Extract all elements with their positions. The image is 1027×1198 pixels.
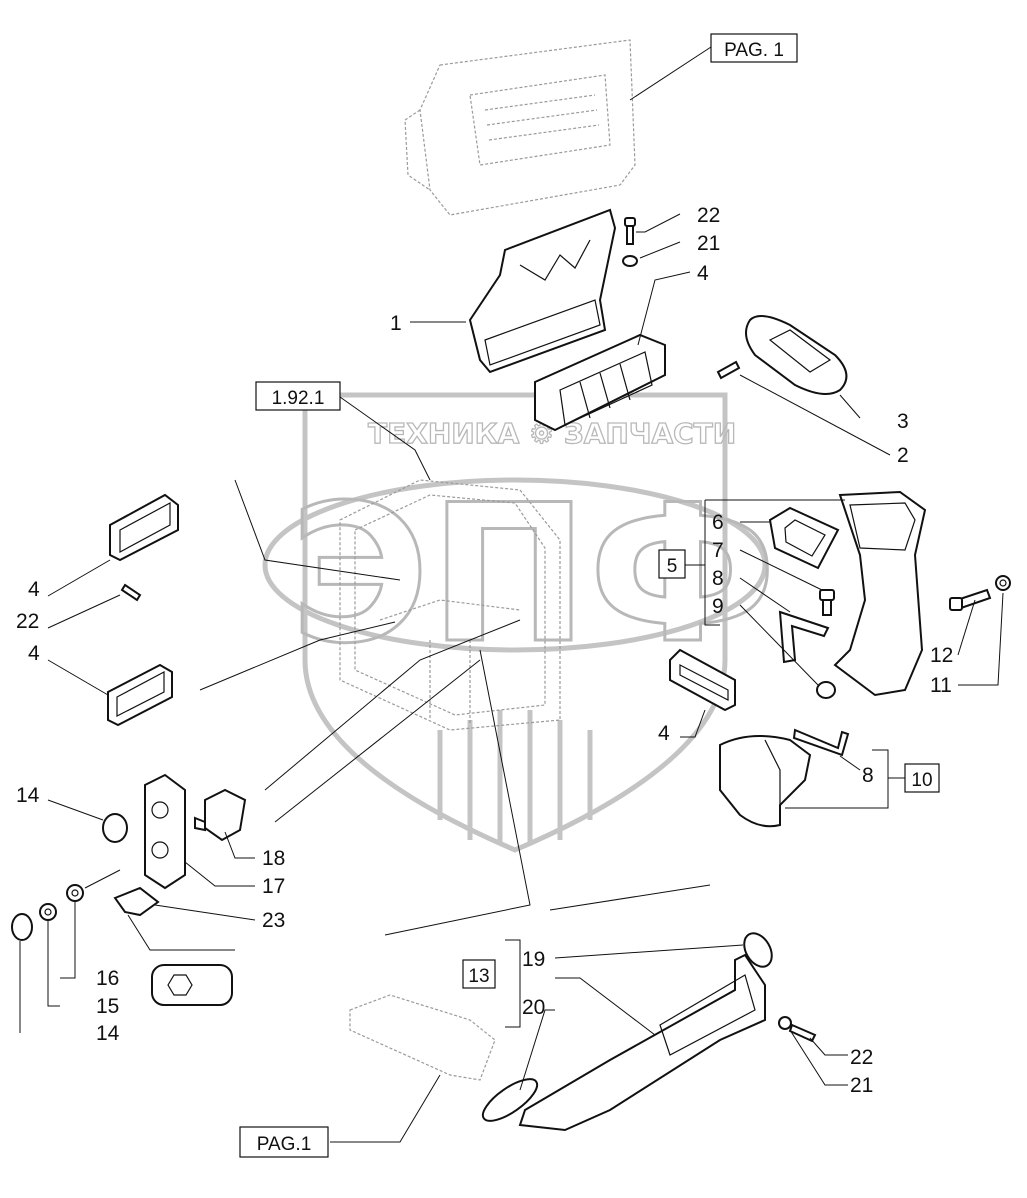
callout-3: 3 — [897, 410, 909, 433]
part-11-washer — [995, 575, 1011, 591]
callout-4-top: 4 — [697, 262, 709, 285]
screw-22-bottom — [788, 1023, 817, 1043]
washer-21-bottom — [778, 1016, 792, 1030]
ref-bottom-page: PAG.1 — [239, 1126, 329, 1158]
callout-8-b: 8 — [862, 764, 874, 787]
callout-2: 2 — [897, 444, 909, 467]
watermark-ring — [262, 477, 768, 653]
callout-11: 11 — [930, 674, 952, 697]
watermark-monogram: ЭПФ — [290, 464, 777, 685]
part-20-gasket — [481, 1078, 539, 1122]
part-4-right-vent — [669, 648, 736, 712]
ref-group-13-label: 13 — [468, 966, 489, 987]
part-5-side-duct — [833, 490, 927, 697]
ref-top-page: PAG. 1 — [710, 33, 798, 63]
callout-21-top: 21 — [697, 232, 720, 255]
callout-22-top: 22 — [697, 204, 720, 227]
ref-group-5: 5 — [658, 549, 686, 579]
callout-4-left-b: 4 — [28, 642, 40, 665]
part-4-left-vent-lower — [107, 663, 173, 727]
ref-group-10: 10 — [904, 763, 940, 793]
callout-23: 23 — [262, 909, 285, 932]
part-10-elbow-duct — [719, 735, 812, 828]
callout-22-left: 22 — [16, 610, 39, 633]
leader-lines — [19, 46, 1004, 1143]
part-13-lower-duct — [518, 953, 766, 1132]
part-23-rocker-switch — [113, 886, 160, 917]
part-8-bracket — [778, 610, 830, 664]
part-8-bracket-lower — [792, 728, 850, 757]
callout-19: 19 — [522, 948, 545, 971]
part-12-bolt — [949, 588, 992, 611]
nut-21-top — [622, 255, 638, 267]
lower-air-duct-ghost — [349, 994, 496, 1081]
callout-14-a: 14 — [16, 784, 40, 807]
callout-21-bottom: 21 — [850, 1074, 873, 1097]
callout-15: 15 — [96, 995, 119, 1018]
ref-top-page-label: PAG. 1 — [724, 40, 784, 61]
part-17-switch-panel — [144, 773, 186, 890]
ref-group-5-label: 5 — [667, 556, 678, 577]
part-9-nut — [816, 681, 836, 699]
part-3-gasket — [745, 315, 848, 395]
ref-group-10-label: 10 — [911, 770, 932, 791]
callout-4-right: 4 — [658, 722, 670, 745]
callout-17: 17 — [262, 875, 285, 898]
ref-cab: 1.92.1 — [255, 381, 341, 411]
callout-12: 12 — [930, 644, 953, 667]
part-14-knob-lower — [11, 913, 33, 941]
part-7-screw — [819, 589, 835, 616]
callout-22-bottom: 22 — [850, 1046, 873, 1069]
part-2-screw — [716, 360, 741, 380]
ref-group-13: 13 — [462, 959, 496, 989]
switch-face-detail — [151, 964, 233, 1006]
callout-18: 18 — [262, 847, 285, 870]
callout-1: 1 — [390, 312, 402, 335]
part-16-washer — [66, 884, 84, 902]
screw-22-left — [120, 583, 142, 602]
part-18-switch — [194, 788, 247, 842]
watermark-wheat-icon — [437, 710, 593, 845]
callouts: 22 21 4 1 3 2 6 7 8 9 12 11 4 22 4 4 8 1… — [16, 204, 953, 1097]
ref-cab-label: 1.92.1 — [272, 388, 325, 409]
callout-14-b: 14 — [96, 1022, 120, 1045]
part-6-gasket — [768, 506, 840, 570]
callout-9: 9 — [712, 595, 724, 618]
part-14-knob-upper — [102, 813, 128, 843]
watermark: ТЕХНИКА ⚙ ЗАПЧАСТИ ЭПФ — [262, 392, 778, 853]
callout-20: 20 — [522, 996, 545, 1019]
part-15-nut — [39, 903, 57, 921]
part-19-gasket — [743, 932, 773, 968]
callout-8-a: 8 — [712, 567, 724, 590]
cab-frame — [339, 479, 561, 731]
screw-22-top — [624, 217, 636, 245]
air-box-assembly — [404, 39, 636, 216]
part-1-upper-duct — [468, 208, 617, 374]
callout-7: 7 — [712, 539, 724, 562]
part-4-top-vent — [534, 333, 666, 432]
watermark-shield — [302, 392, 728, 853]
callout-4-left-a: 4 — [28, 578, 40, 601]
part-4-left-vent-upper — [109, 493, 179, 562]
callout-6: 6 — [712, 511, 724, 534]
callout-16: 16 — [96, 967, 119, 990]
ref-bottom-page-label: PAG.1 — [257, 1134, 312, 1155]
